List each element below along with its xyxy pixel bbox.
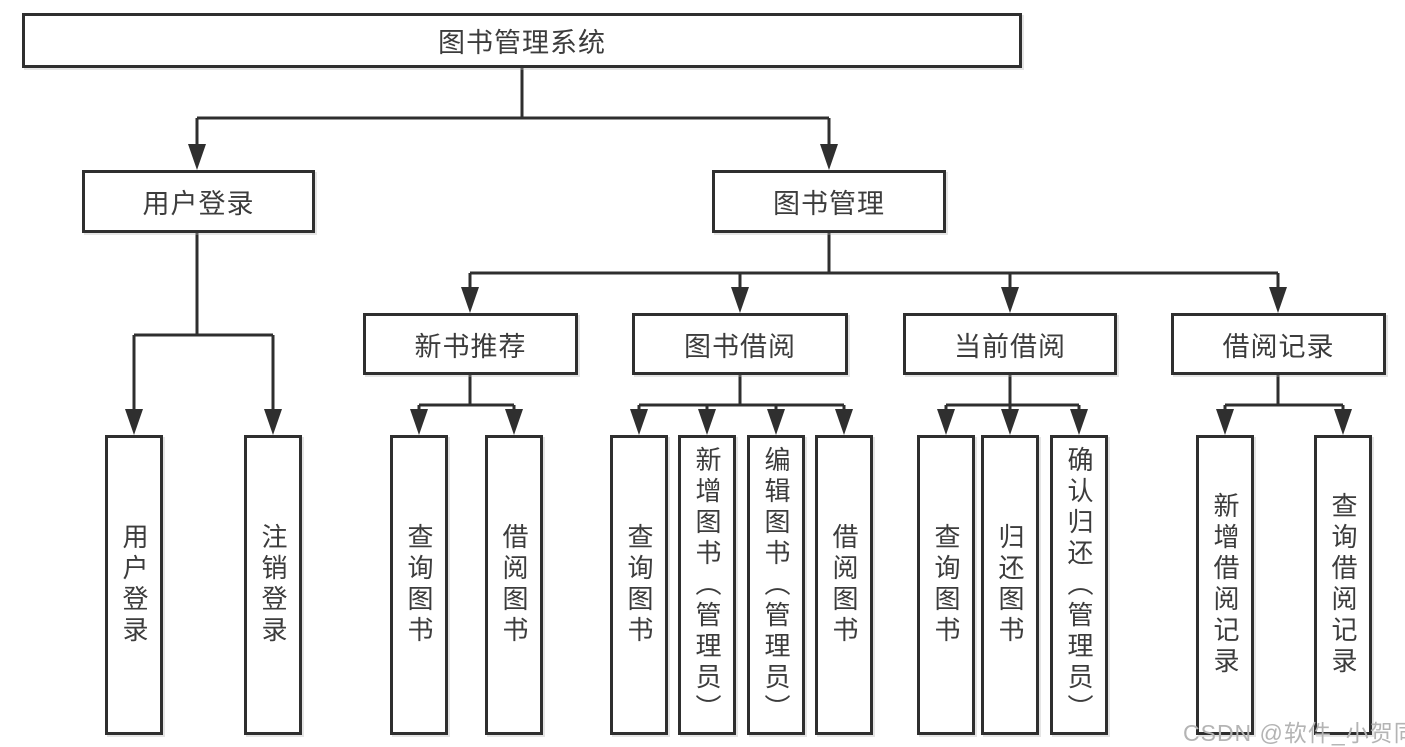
leaf-query-borrow-record: 查询借阅记录 xyxy=(1314,435,1372,735)
leaf-user-login: 用户登录 xyxy=(105,435,163,735)
leaf-recommend-query-book: 查询图书 xyxy=(390,435,448,735)
node-current-borrow: 当前借阅 xyxy=(903,313,1117,375)
edge-newbook-to-leaves xyxy=(417,375,516,411)
leaf-add-borrow-record: 新增借阅记录 xyxy=(1196,435,1254,735)
edge-record-to-leaves xyxy=(1223,375,1345,411)
edge-root-to-level2 xyxy=(195,68,831,146)
node-book-borrow: 图书借阅 xyxy=(632,313,848,375)
leaf-return-book: 归还图书 xyxy=(981,435,1039,735)
node-borrow-record: 借阅记录 xyxy=(1171,313,1386,375)
edge-borrow-to-leaves xyxy=(637,375,846,411)
node-user-login: 用户登录 xyxy=(82,170,315,233)
leaf-edit-book-admin: 编辑图书（管理员） xyxy=(747,435,805,735)
watermark: CSDN @软件_小贺同学 xyxy=(1183,720,1405,746)
leaf-borrow-query-book: 查询图书 xyxy=(610,435,668,735)
leaf-borrow-book: 借阅图书 xyxy=(815,435,873,735)
leaf-recommend-borrow-book: 借阅图书 xyxy=(485,435,543,735)
edge-bookmgmt-to-level3 xyxy=(468,233,1280,289)
node-new-book-recommend: 新书推荐 xyxy=(363,313,578,375)
leaf-logout: 注销登录 xyxy=(244,435,302,735)
leaf-confirm-return-admin: 确认归还（管理员） xyxy=(1050,435,1108,735)
leaf-add-book-admin: 新增图书（管理员） xyxy=(678,435,736,735)
leaf-current-query-book: 查询图书 xyxy=(917,435,975,735)
edge-current-to-leaves xyxy=(944,375,1081,411)
edge-userlogin-to-leaves xyxy=(132,233,275,411)
node-library-system: 图书管理系统 xyxy=(22,13,1022,68)
node-book-management: 图书管理 xyxy=(712,170,946,233)
